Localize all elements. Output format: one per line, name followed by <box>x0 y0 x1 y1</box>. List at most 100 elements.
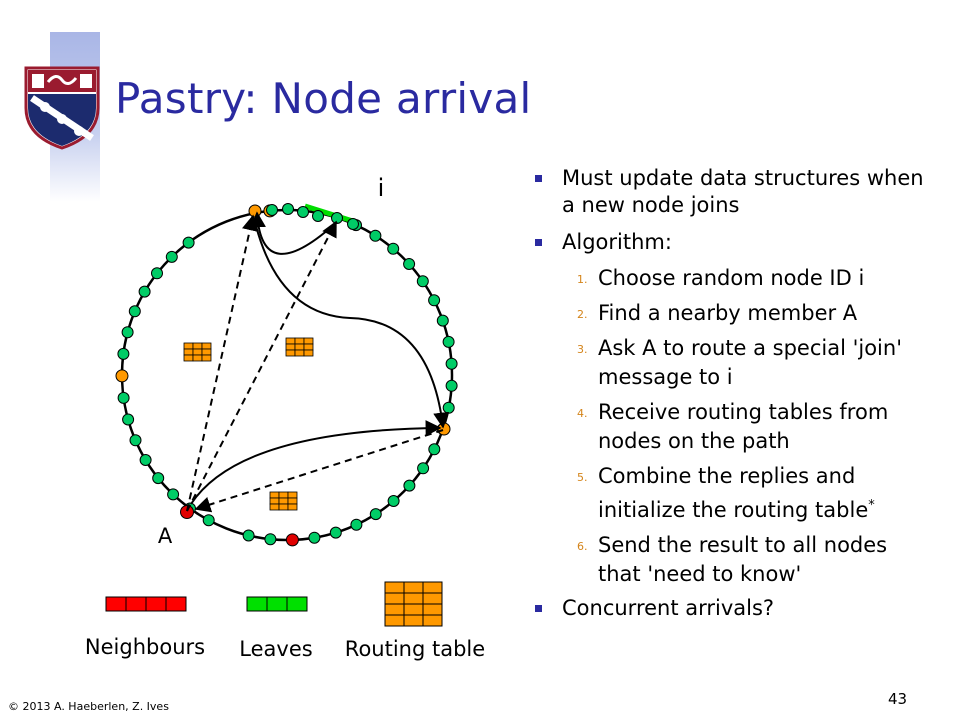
dashed-arrow-back-to-a <box>194 429 444 513</box>
neighbours-cell <box>145 596 167 612</box>
ring-node <box>436 314 449 327</box>
mini-table-cell <box>285 349 296 357</box>
step-text: Combine the replies and initialize the r… <box>598 462 935 525</box>
mini-routing-table <box>285 337 314 357</box>
ring-node <box>347 218 359 230</box>
bullet-must-update: Must update data structures when a new n… <box>535 165 935 219</box>
algorithm-step: 2. Find a nearby member A <box>535 299 935 328</box>
ring-node <box>428 294 441 307</box>
algorithm-step: 3. Ask A to route a special 'join' messa… <box>535 334 935 392</box>
ring-node <box>117 347 130 360</box>
ring-node <box>417 462 430 475</box>
label-i: i <box>378 174 385 202</box>
mini-table-cell <box>285 337 296 345</box>
mini-table-cell <box>294 349 305 357</box>
routing-table-cell <box>384 614 405 627</box>
mini-table-cell <box>287 497 298 505</box>
mini-table-cell <box>201 348 212 356</box>
ring-node <box>329 526 342 539</box>
ring-node <box>428 443 441 456</box>
ring-node <box>445 379 458 392</box>
step-text: Send the result to all nodes that 'need … <box>598 533 888 586</box>
mini-table-cell <box>278 503 289 511</box>
ring-node <box>403 479 416 492</box>
mini-table-cell <box>303 337 314 345</box>
routing-arrows <box>186 211 450 513</box>
ring-node <box>167 488 180 501</box>
mini-table-cell <box>303 343 314 351</box>
routing-table-cell <box>384 592 405 605</box>
dashed-arrow-to-i <box>186 220 337 512</box>
mini-table-cell <box>201 342 212 350</box>
routing-table-cell <box>384 581 405 594</box>
node-a <box>180 505 194 519</box>
mini-table-cell <box>285 343 296 351</box>
step-text: Find a nearby member A <box>598 301 858 325</box>
ring-node <box>403 258 416 270</box>
university-crest-logo <box>24 66 100 150</box>
step-number: 6. <box>577 540 588 553</box>
path-node <box>115 369 129 383</box>
routing-table-cell <box>422 581 443 594</box>
step-text: Receive routing tables from nodes on the… <box>598 400 889 453</box>
ring-node <box>117 391 130 404</box>
ring-node <box>387 242 400 255</box>
routing-table-cell <box>403 592 424 605</box>
node-i <box>331 212 343 224</box>
ring-node <box>129 434 142 447</box>
routing-table-cell <box>422 614 443 627</box>
ring-node <box>369 508 382 521</box>
label-a: A <box>158 524 173 548</box>
ring-node <box>442 335 455 348</box>
step-number: 2. <box>577 308 588 321</box>
path-node <box>248 204 262 218</box>
mini-table-cell <box>192 354 203 362</box>
bullet-algorithm: Algorithm: <box>535 229 935 256</box>
ring-node <box>282 203 294 215</box>
ring-node <box>121 326 134 339</box>
neighbours-cell <box>125 596 147 612</box>
routing-table-cell <box>422 603 443 616</box>
mini-table-cell <box>303 349 314 357</box>
mini-table-cell <box>183 348 194 356</box>
ring-node <box>445 357 458 370</box>
routing-table-cell <box>403 614 424 627</box>
step-number: 1. <box>577 273 588 286</box>
mini-table-cell <box>278 497 289 505</box>
ring-node <box>308 531 321 544</box>
algorithm-step: 5. Combine the replies and initialize th… <box>535 462 935 525</box>
mini-routing-table <box>183 342 212 362</box>
arrow-a-to-second-hop <box>190 420 442 505</box>
mini-table-cell <box>192 348 203 356</box>
ring-node <box>122 413 135 426</box>
routing-table-cell <box>403 581 424 594</box>
mini-table-cell <box>269 497 280 505</box>
ring-node <box>202 514 215 527</box>
legend-routing-table-label: Routing table <box>345 637 485 661</box>
ring-node <box>350 518 363 531</box>
mini-table-cell <box>287 491 298 499</box>
neighbours-cell <box>105 596 127 612</box>
pastry-ring-diagram: i A Neighbours Leaves Routing table <box>85 174 485 661</box>
mini-routing-table <box>269 491 298 511</box>
ring-node <box>264 533 277 546</box>
mini-table-cell <box>294 343 305 351</box>
mini-table-cell <box>294 337 305 345</box>
mini-table-cell <box>192 342 203 350</box>
ring-node <box>242 529 255 542</box>
mini-table-cell <box>183 342 194 350</box>
leaves-cell <box>266 596 288 612</box>
mini-table-cell <box>201 354 212 362</box>
routing-table-cell <box>422 592 443 605</box>
step-text: Choose random node ID i <box>598 266 865 290</box>
ring-node <box>369 229 382 242</box>
mini-table-cell <box>269 503 280 511</box>
ring-node <box>442 401 455 414</box>
footnote-mark: * <box>868 498 875 513</box>
routing-table-cell <box>384 603 405 616</box>
ring-node <box>138 285 151 298</box>
dashed-arrow-to-first-hop <box>186 214 258 512</box>
bullet-list: Must update data structures when a new n… <box>535 165 935 632</box>
copyright-footer: © 2013 A. Haeberlen, Z. Ives <box>8 700 169 713</box>
step-number: 4. <box>577 407 588 420</box>
